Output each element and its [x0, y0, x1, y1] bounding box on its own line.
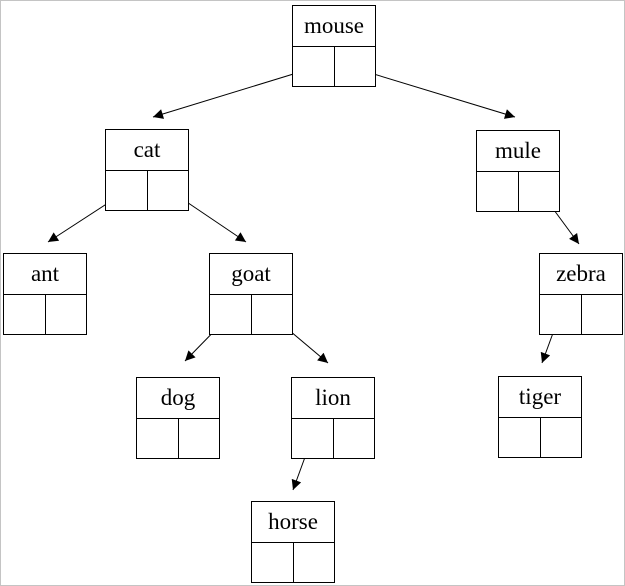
tree-node-dog: dog	[136, 377, 220, 459]
left-pointer-cell	[210, 295, 252, 334]
pointer-cells	[210, 295, 292, 334]
pointer-cells	[293, 47, 375, 86]
right-pointer-cell	[294, 543, 335, 582]
node-label: tiger	[499, 377, 581, 418]
left-pointer-cell	[4, 295, 46, 334]
node-label: dog	[137, 378, 219, 419]
pointer-cells	[4, 295, 86, 334]
node-label: goat	[210, 254, 292, 295]
left-pointer-cell	[540, 295, 582, 334]
left-pointer-cell	[292, 419, 334, 458]
left-pointer-cell	[252, 543, 294, 582]
tree-node-goat: goat	[209, 253, 293, 335]
node-label: cat	[106, 130, 188, 171]
edge-mouse-left-to-cat	[152, 67, 314, 119]
right-pointer-cell	[335, 47, 376, 86]
right-pointer-cell	[179, 419, 220, 458]
pointer-cells	[477, 172, 559, 211]
pointer-cells	[137, 419, 219, 458]
right-pointer-cell	[252, 295, 293, 334]
tree-node-mule: mule	[476, 130, 560, 212]
right-pointer-cell	[582, 295, 623, 334]
left-pointer-cell	[477, 172, 519, 211]
node-label: mule	[477, 131, 559, 172]
right-pointer-cell	[541, 418, 582, 457]
node-label: mouse	[293, 6, 375, 47]
tree-node-mouse: mouse	[292, 5, 376, 87]
pointer-cells	[106, 171, 188, 210]
tree-node-tiger: tiger	[498, 376, 582, 458]
node-label: zebra	[540, 254, 622, 295]
pointer-cells	[292, 419, 374, 458]
node-label: lion	[292, 378, 374, 419]
right-pointer-cell	[148, 171, 189, 210]
left-pointer-cell	[293, 47, 335, 86]
tree-node-zebra: zebra	[539, 253, 623, 335]
tree-node-lion: lion	[291, 377, 375, 459]
node-label: horse	[252, 502, 334, 543]
tree-node-horse: horse	[251, 501, 335, 583]
tree-node-ant: ant	[3, 253, 87, 335]
right-pointer-cell	[334, 419, 375, 458]
left-pointer-cell	[106, 171, 148, 210]
right-pointer-cell	[46, 295, 87, 334]
tree-node-cat: cat	[105, 129, 189, 211]
node-label: ant	[4, 254, 86, 295]
right-pointer-cell	[519, 172, 560, 211]
pointer-cells	[499, 418, 581, 457]
pointer-cells	[540, 295, 622, 334]
left-pointer-cell	[499, 418, 541, 457]
pointer-cells	[252, 543, 334, 582]
edge-mouse-right-to-mule	[353, 67, 516, 119]
left-pointer-cell	[137, 419, 179, 458]
